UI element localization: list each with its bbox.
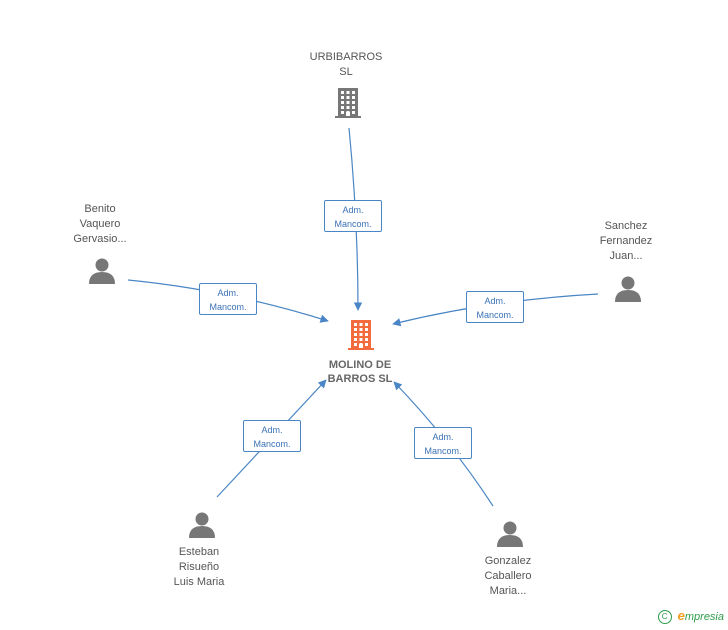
edge-label-sanchez[interactable]: Adm. Mancom.	[466, 291, 524, 323]
edge-label-line: Mancom.	[334, 219, 372, 229]
node-label-line: Caballero	[484, 570, 532, 582]
edge-label-esteban[interactable]: Adm. Mancom.	[243, 420, 301, 452]
center-company-label[interactable]: MOLINO DE BARROS SL	[310, 358, 410, 386]
node-label-line: Luis Maria	[173, 576, 225, 588]
brand-name: mpresia	[684, 610, 724, 623]
node-label-line: Maria...	[489, 585, 527, 597]
person-icon[interactable]	[615, 276, 641, 303]
copyright-icon: C	[657, 610, 672, 624]
node-label-line: SL	[339, 66, 353, 78]
building-icon[interactable]	[348, 320, 374, 350]
edge-label-line: Mancom.	[253, 439, 291, 449]
node-label-line: Gervasio...	[73, 233, 127, 245]
edge-label-gonzalez[interactable]: Adm. Mancom.	[414, 427, 472, 459]
edge-label-line: Adm.	[432, 432, 454, 442]
node-label-line: Fernandez	[599, 235, 653, 247]
node-label-gonzalez[interactable]: Gonzalez Caballero Maria...	[458, 554, 558, 599]
edge-label-line: Adm.	[484, 296, 506, 306]
edge-label-line: Mancom.	[476, 310, 514, 320]
edge-label-line: Mancom.	[209, 302, 247, 312]
person-icon[interactable]	[497, 521, 523, 548]
node-label-esteban[interactable]: Esteban Risueño Luis Maria	[149, 545, 249, 590]
node-label-line: Gonzalez	[484, 555, 532, 567]
node-label-line: Risueño	[178, 561, 220, 573]
node-label-line: Sanchez	[604, 220, 648, 232]
node-label-line: Benito	[84, 203, 116, 215]
node-label-sanchez[interactable]: Sanchez Fernandez Juan...	[576, 219, 676, 264]
node-label-line: Esteban	[178, 546, 220, 558]
center-label-line: MOLINO DE	[328, 359, 392, 371]
person-icon[interactable]	[89, 258, 115, 285]
node-label-line: URBIBARROS	[309, 51, 383, 63]
edge-label-line: Adm.	[217, 288, 239, 298]
edge-label-line: Mancom.	[424, 446, 462, 456]
person-icon[interactable]	[189, 512, 215, 539]
center-label-line: BARROS SL	[327, 373, 393, 385]
edge-label-line: Adm.	[261, 425, 283, 435]
building-icon[interactable]	[335, 88, 361, 118]
node-label-urbibarros[interactable]: URBIBARROS SL	[296, 50, 396, 80]
edge-label-line: Adm.	[342, 205, 364, 215]
edge-label-urbibarros[interactable]: Adm. Mancom.	[324, 200, 382, 232]
node-label-benito[interactable]: Benito Vaquero Gervasio...	[50, 202, 150, 247]
brand-initial: e	[677, 607, 685, 623]
node-label-line: Vaquero	[79, 218, 121, 230]
node-label-line: Juan...	[609, 250, 643, 262]
edge-label-benito[interactable]: Adm. Mancom.	[199, 283, 257, 315]
